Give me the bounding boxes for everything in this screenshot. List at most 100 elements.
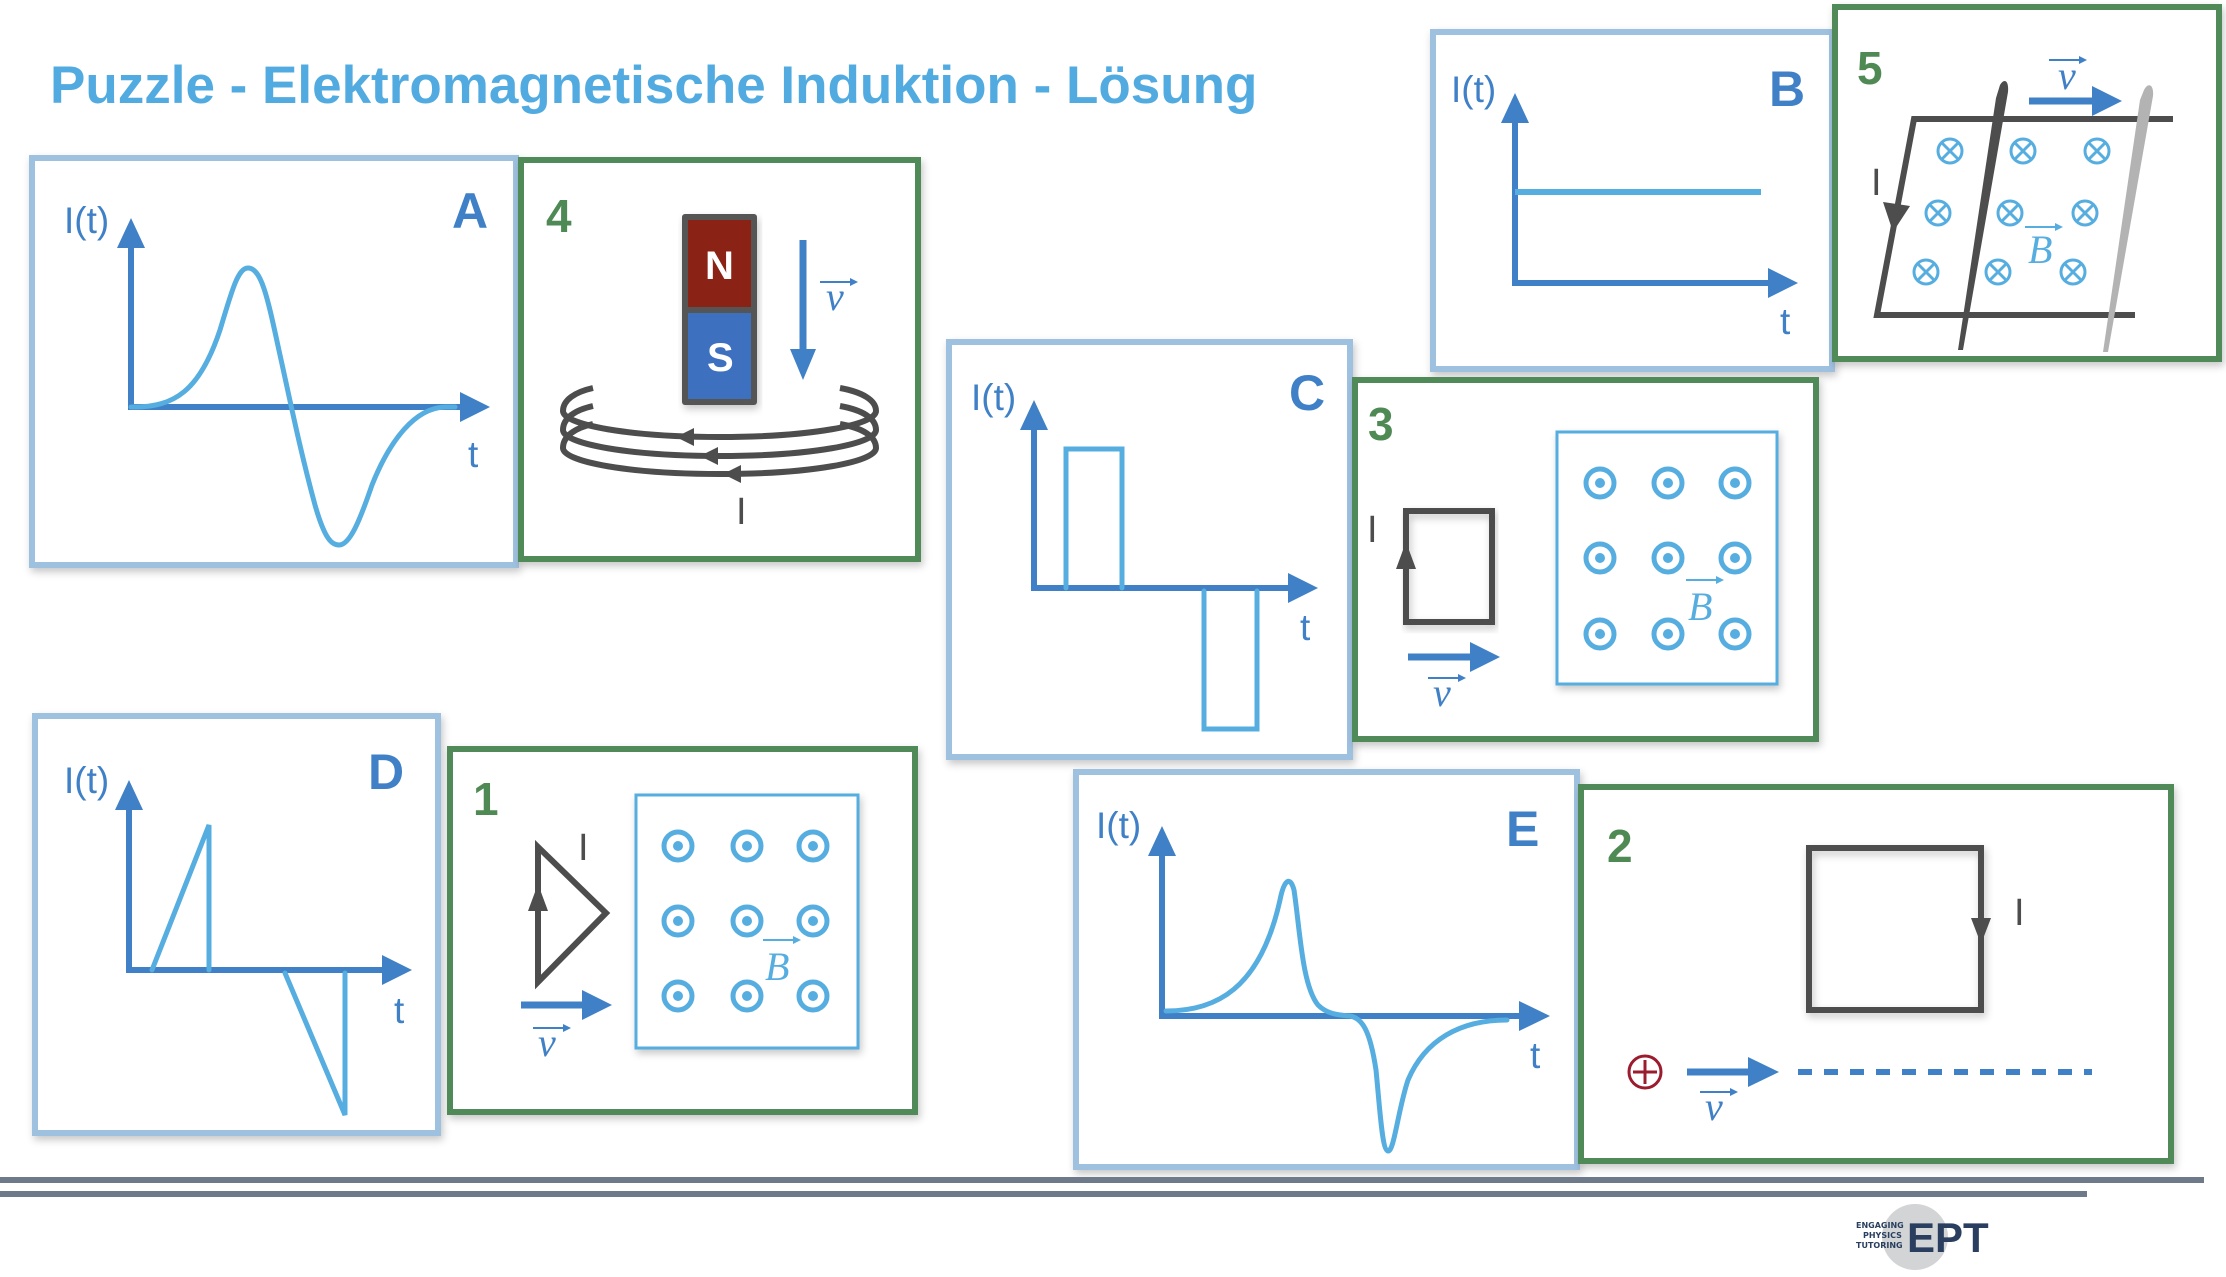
velocity-label: v [1700,1084,1738,1129]
x-axis-label: t [468,434,479,475]
logo-line-physics: PHYSICS [1863,1231,1902,1240]
field-symbol: B [2028,227,2052,272]
current-arrowhead [528,884,548,911]
logo-mark: EPT [1907,1214,1989,1261]
velocity-symbol: v [2058,53,2076,98]
y-axis-arrowhead [1020,400,1048,430]
velocity-symbol: v [538,1020,556,1065]
logo-line-engaging: ENGAGING [1856,1221,1904,1230]
x-axis-label: t [394,990,405,1031]
scenario-panel-2-frame [1578,784,2174,1164]
panel-letter-c: C [1289,365,1325,421]
x-axis-arrowhead [1519,1001,1550,1031]
current-label: I [1367,509,1378,551]
current-arrowhead [1971,918,1991,944]
panel-number-3: 3 [1368,398,1394,450]
panel-number-5: 5 [1857,42,1883,94]
current-curve-e [1163,878,1510,1154]
panel-number-2: 2 [1607,820,1633,872]
velocity-label: v [1428,670,1466,715]
velocity-symbol: v [1705,1084,1723,1129]
field-symbol: B [765,944,789,989]
graph-panel-b[interactable]: I(t) B t [1430,29,1835,372]
panel-letter-b: B [1769,61,1805,117]
y-axis-arrowhead [1501,93,1529,123]
panel-letter-e: E [1506,801,1539,857]
coil-loop-3 [559,421,880,478]
y-axis-arrowhead [115,780,143,810]
velocity-symbol: v [826,274,844,319]
x-axis-label: t [1300,607,1311,648]
axes [1501,93,1798,298]
velocity-label: v [533,1020,571,1065]
scenario-panel-2[interactable]: 2 I v [1578,784,2174,1164]
ept-logo: ENGAGING PHYSICS TUTORING EPT [1856,1204,1989,1270]
panel-number-4: 4 [546,190,572,242]
x-axis-label: t [1780,301,1791,342]
current-label: I [736,491,747,533]
bar-magnet [682,214,757,405]
panel-letter-a: A [452,183,488,239]
logo-circle [1882,1204,1948,1270]
rails [1873,116,2173,318]
graph-panel-c[interactable]: I(t) C t [946,339,1353,760]
velocity-arrowhead [790,349,816,380]
current-arrow-3 [723,465,741,483]
graph-panel-c-frame [946,339,1353,760]
graph-panel-d-frame [32,713,441,1136]
moving-rod [1958,80,2009,350]
scenario-panel-5-frame [1832,4,2222,362]
current-arrowhead [1883,202,1910,232]
current-arrow-1 [676,428,694,446]
axes [117,218,490,422]
graph-panel-a[interactable]: I(t) A t [29,155,519,568]
scenario-panel-1[interactable]: 1 I B v [447,746,918,1115]
positive-pulse [1063,446,1125,591]
current-label: I [2014,892,2025,934]
y-axis-label: I(t) [64,200,109,241]
velocity-symbol: v [1433,670,1451,715]
x-axis-arrowhead [382,955,412,985]
y-axis-label: I(t) [971,377,1016,418]
coil [559,385,880,483]
current-curve-a [128,265,458,548]
panel-number-1: 1 [473,773,499,825]
south-pole-label: S [707,336,734,380]
y-axis-label: I(t) [1096,805,1141,846]
field-label: B [763,936,801,989]
coil-loop-2 [559,403,880,460]
field-label: B [2025,223,2063,272]
graph-panel-d[interactable]: I(t) D t [32,713,441,1136]
rod-previous-position [2103,85,2154,352]
footer-rule-top [0,1177,2204,1183]
triangular-loop [535,839,611,990]
slide-title: Puzzle - Elektromagnetische Induktion - … [50,56,1257,115]
velocity-arrowhead [582,990,612,1020]
north-pole-label: N [705,244,734,288]
field-label: B [1686,576,1724,629]
velocity-arrowhead [1470,642,1500,672]
x-axis-arrowhead [1288,573,1318,603]
axes [1020,400,1318,603]
x-axis-label: t [1530,1035,1541,1076]
negative-sawtooth [282,970,348,1116]
x-axis-arrowhead [460,392,490,422]
field-symbol: B [1688,584,1712,629]
scenario-panel-4[interactable]: 4 N S v I [518,157,921,562]
magnet-north [688,220,751,307]
velocity-label: v [820,274,858,319]
velocity-label: v [2049,53,2087,98]
negative-pulse [1201,588,1260,732]
footer-rule-bottom [0,1191,2087,1197]
magnet-south [688,313,751,399]
panel-letter-d: D [368,744,404,800]
current-label: I [1871,162,1882,204]
scenario-panel-3[interactable]: 3 I B v [1352,377,1819,742]
graph-panel-e[interactable]: I(t) E t [1073,769,1580,1170]
x-axis-arrowhead [1768,268,1798,298]
scenario-panel-5[interactable]: 5 I v B [1832,4,2222,362]
current-label: I [578,827,589,869]
graph-panel-e-frame [1073,769,1580,1170]
coil-loop-1 [559,385,880,441]
